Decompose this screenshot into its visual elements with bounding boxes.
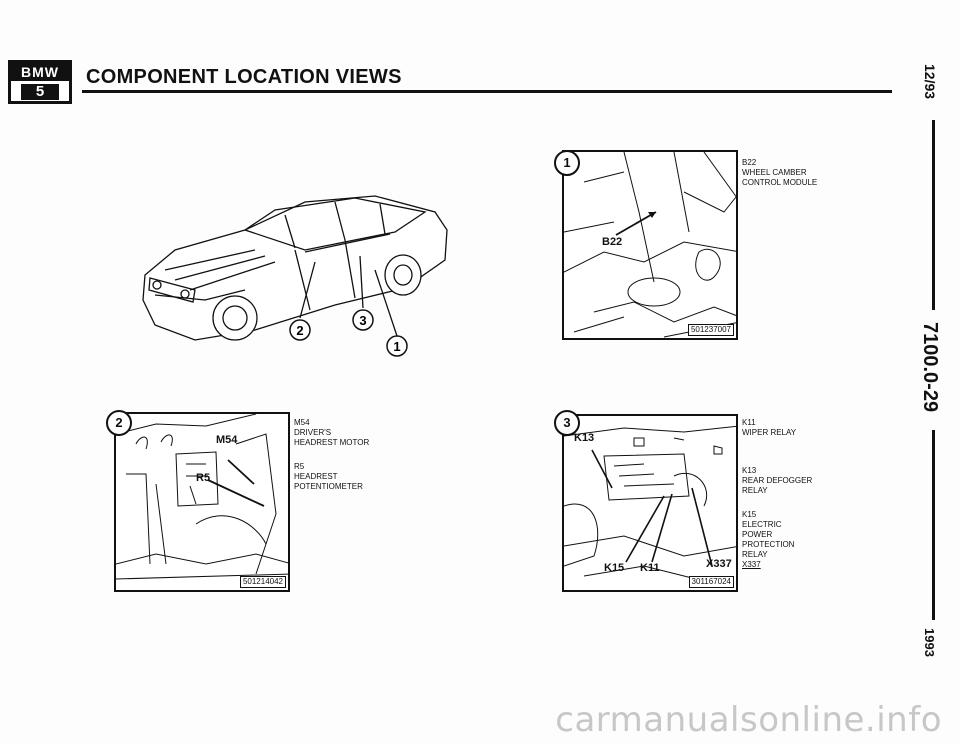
caption-k15-line-2: POWER [742,530,773,539]
figure-3-label-k15: K15 [604,562,625,574]
caption-k13-code: K13 [742,466,757,475]
side-line-2 [932,430,935,620]
figure-1-number-badge: 1 [554,150,580,176]
caption-k15-code: K15 [742,510,757,519]
caption-k15-line-1: ELECTRIC [742,520,782,529]
figure-1-captions: B22 WHEEL CAMBER CONTROL MODULE [742,158,817,188]
overview-callout-1: 1 [393,339,400,354]
figure-3-captions: K11 WIPER RELAY K13 REAR DEFOGGER RELAY … [742,418,812,570]
header-rule [82,90,892,93]
side-page-number: 7100.0-29 [919,322,941,413]
overview-callout-3: 3 [359,313,366,328]
caption-r5-code: R5 [294,462,305,471]
caption-x337-code: X337 [742,560,761,569]
caption-m54-line-1: DRIVER'S [294,428,332,437]
figure-3-number-badge: 3 [554,410,580,436]
figure-3-photo: K13 K15 K11 X337 301167024 [562,414,738,592]
figure-3-image-id: 301167024 [688,576,734,588]
overview-callouts: 2 3 1 [289,309,408,357]
page-title: COMPONENT LOCATION VIEWS [86,66,402,88]
figure-3-label-k11: K11 [640,562,660,574]
figure-2-image-id: 501214042 [239,576,286,588]
watermark: carmanualsonline.info [555,700,942,740]
caption-k11-code: K11 [742,418,756,427]
figure-2-number-badge: 2 [106,410,132,436]
figure-1-number: 1 [563,155,571,170]
logo-series: 5 [21,84,59,100]
side-date: 12/93 [922,64,938,100]
caption-r5-line-2: POTENTIOMETER [294,482,363,491]
figure-1-photo: B22 501237007 [562,150,738,340]
figure-1-image-id: 501237007 [687,324,734,336]
caption-k13-line-1: REAR DEFOGGER [742,476,813,485]
caption-m54-line-2: HEADREST MOTOR [294,438,370,447]
overview-callout-2: 2 [296,323,303,338]
figure-2-number: 2 [115,415,123,430]
side-line-1 [932,120,935,310]
figure-2-label-m54: M54 [216,434,238,446]
side-strip: 12/93 7100.0-29 1993 [918,60,948,660]
figure-3-label-k13: K13 [574,432,595,444]
caption-m54-code: M54 [294,418,310,427]
caption-k15-line-3: PROTECTION [742,540,795,549]
figure-3-number: 3 [563,415,571,430]
car-overview-illustration: 2 3 1 [142,195,448,357]
caption-r5-line-1: HEADREST [294,472,338,481]
side-year: 1993 [922,628,937,657]
bmw-5-series-logo: BMW 5 [8,60,72,104]
caption-k15-line-4: RELAY [742,550,768,559]
figure-3-label-x337: X337 [706,558,732,570]
figure-2-captions: M54 DRIVER'S HEADREST MOTOR R5 HEADREST … [294,418,369,492]
caption-k13-line-2: RELAY [742,486,768,495]
figure-2-label-r5: R5 [196,472,211,484]
caption-b22-line-1: WHEEL CAMBER [742,168,807,177]
caption-b22-line-2: CONTROL MODULE [742,178,818,187]
figure-2-photo: M54 R5 501214042 [114,412,290,592]
logo-brand: BMW [11,63,69,81]
figure-1-label-b22: B22 [602,236,623,248]
caption-k11-line-1: WIPER RELAY [742,428,797,437]
caption-b22-code: B22 [742,158,757,167]
